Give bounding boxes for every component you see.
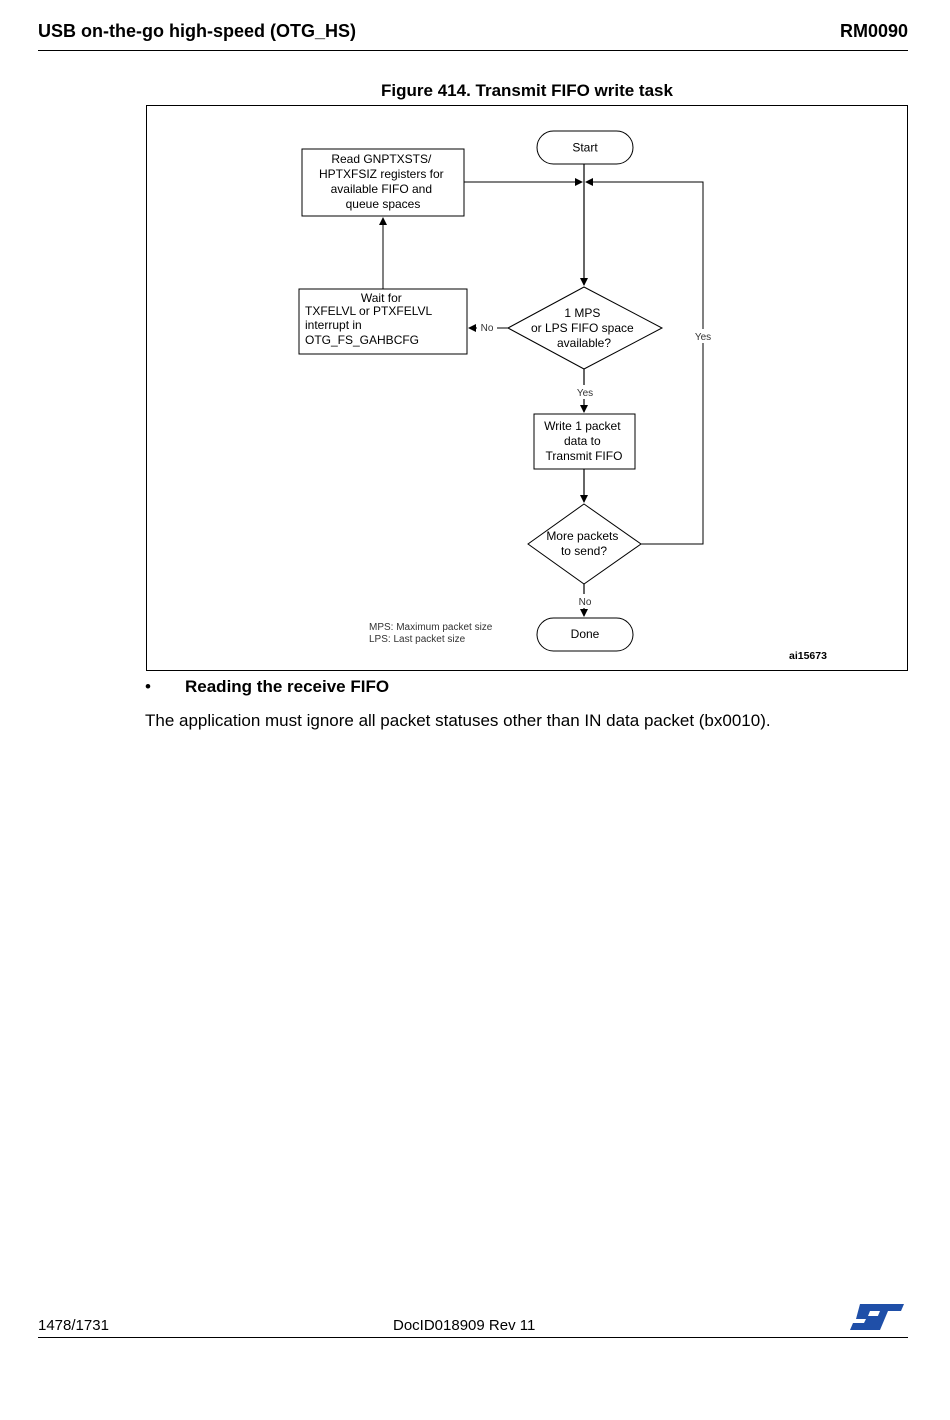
read-registers-label: Read GNPTXSTS/ HPTXFSIZ registers for av… (319, 152, 447, 211)
edge-label-no-more: No (579, 597, 592, 608)
start-label: Start (572, 141, 598, 155)
wait-interrupt-label: Wait for TXFELVL or PTXFELVL interrupt i… (305, 291, 435, 347)
edge-label-no-space: No (481, 323, 494, 334)
space-available-label: 1 MPS or LPS FIFO space available? (531, 306, 637, 350)
flowchart: Start Read GNPTXSTS/ HPTXFSIZ registers … (298, 130, 827, 662)
done-terminal (536, 617, 634, 652)
footer-page-number: 1478/1731 (38, 1317, 109, 1334)
footer-divider (38, 1337, 908, 1338)
bullet-heading: • Reading the receive FIFO (145, 677, 389, 697)
edge-label-yes-more: Yes (695, 332, 711, 343)
bullet-title: Reading the receive FIFO (185, 677, 390, 696)
header-section-title: USB on-the-go high-speed (OTG_HS) (38, 21, 356, 41)
figure-id: ai15673 (789, 650, 827, 662)
edge-label-yes-space: Yes (577, 388, 593, 399)
done-label: Done (571, 627, 600, 641)
read-registers-box (301, 148, 465, 217)
st-logo-icon (850, 1304, 904, 1330)
footer-doc-id: DocID018909 Rev 11 (393, 1317, 536, 1334)
flowchart-frame: Start Read GNPTXSTS/ HPTXFSIZ registers … (146, 105, 908, 671)
figure-caption: Figure 414. Transmit FIFO write task (381, 81, 673, 100)
legend: MPS: Maximum packet size LPS: Last packe… (369, 622, 495, 645)
connector-yes-loop (585, 178, 704, 545)
bullet-symbol: • (145, 677, 151, 696)
header-doc-code: RM0090 (839, 21, 908, 41)
write-packet-label: Write 1 packet data to Transmit FIFO (544, 419, 624, 463)
start-terminal (536, 130, 634, 165)
more-packets-label: More packets to send? (546, 529, 621, 558)
header-divider (38, 50, 908, 51)
body-paragraph: The application must ignore all packet s… (145, 711, 771, 730)
write-packet-box (533, 413, 636, 470)
